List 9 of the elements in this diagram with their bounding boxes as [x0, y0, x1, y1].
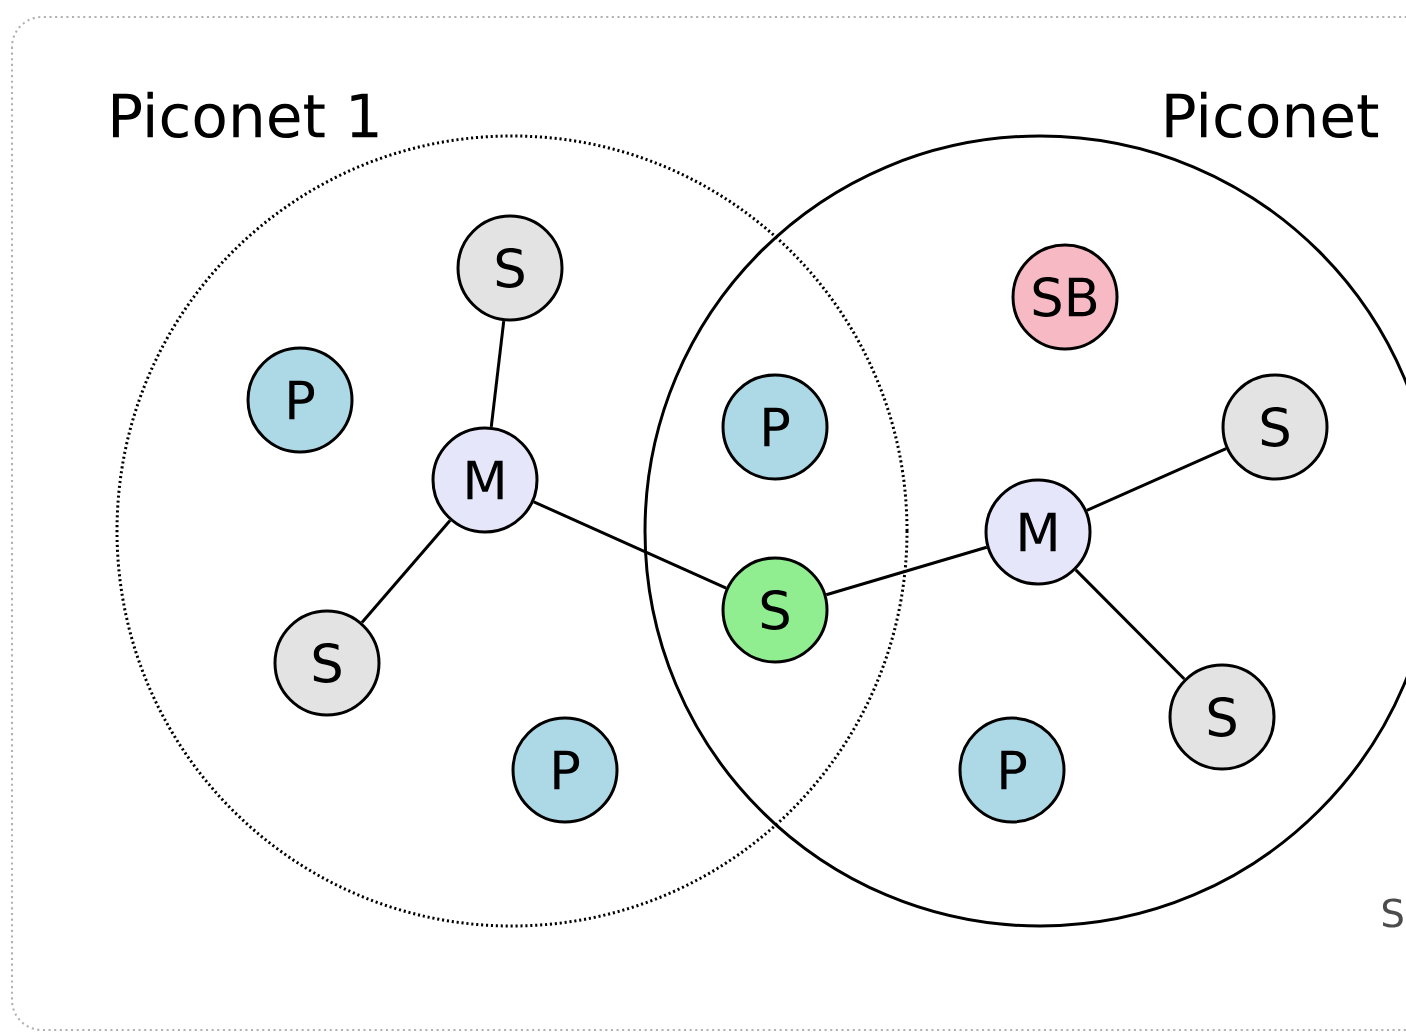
link-line [360, 519, 452, 624]
link-line [825, 545, 988, 597]
piconet-label: Piconet 1 [113, 91, 378, 139]
link-line [1086, 447, 1227, 512]
link-line [1074, 568, 1186, 681]
legend-text: S [1382, 898, 1403, 928]
link-line [533, 500, 727, 590]
piconet-label: Piconet [1166, 91, 1379, 139]
link-line [489, 320, 506, 428]
